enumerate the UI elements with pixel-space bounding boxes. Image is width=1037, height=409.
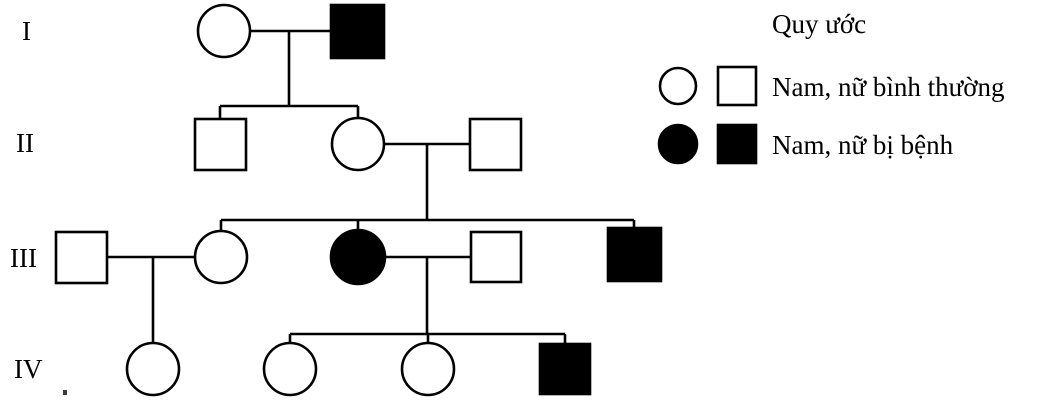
legend-square-unaffected [716,65,758,107]
individual-iv-4-square-affected[interactable] [538,342,592,396]
individual-iii-2-circle-unaffected[interactable] [193,229,249,285]
generation-label-ii: II [16,128,34,158]
legend-square-affected [716,123,758,165]
individual-iv-1-circle-unaffected[interactable] [125,341,181,397]
legend-label-unaffected: Nam, nữ bình thường [772,72,1005,102]
legend-circle-unaffected [658,66,698,106]
individual-iii-3-circle-affected[interactable] [329,228,387,286]
legend-label-affected: Nam, nữ bị bệnh [772,130,954,160]
individual-iii-4-square-unaffected[interactable] [469,230,523,284]
individual-symbol-group [54,3,663,397]
individual-i-2-square-affected[interactable] [329,3,386,60]
page-artifact [63,390,67,395]
individual-ii-3-square-unaffected[interactable] [468,117,523,172]
individual-ii-2-circle-unaffected[interactable] [330,116,386,172]
connection-line-group [107,29,636,344]
individual-iii-1-square-unaffected[interactable] [54,230,109,285]
ink-speck [63,390,67,395]
generation-label-iii: III [10,243,37,273]
generation-label-iv: IV [14,354,43,384]
individual-iii-5-square-affected[interactable] [606,226,663,283]
legend-circle-affected [657,123,699,165]
individual-i-1-circle-unaffected[interactable] [196,3,252,59]
individual-ii-1-square-unaffected[interactable] [193,117,248,172]
individual-iv-2-circle-unaffected[interactable] [262,341,318,397]
individual-iv-3-circle-unaffected[interactable] [400,341,456,397]
legend-title: Quy ước [772,9,866,39]
generation-label-i: I [22,16,31,46]
